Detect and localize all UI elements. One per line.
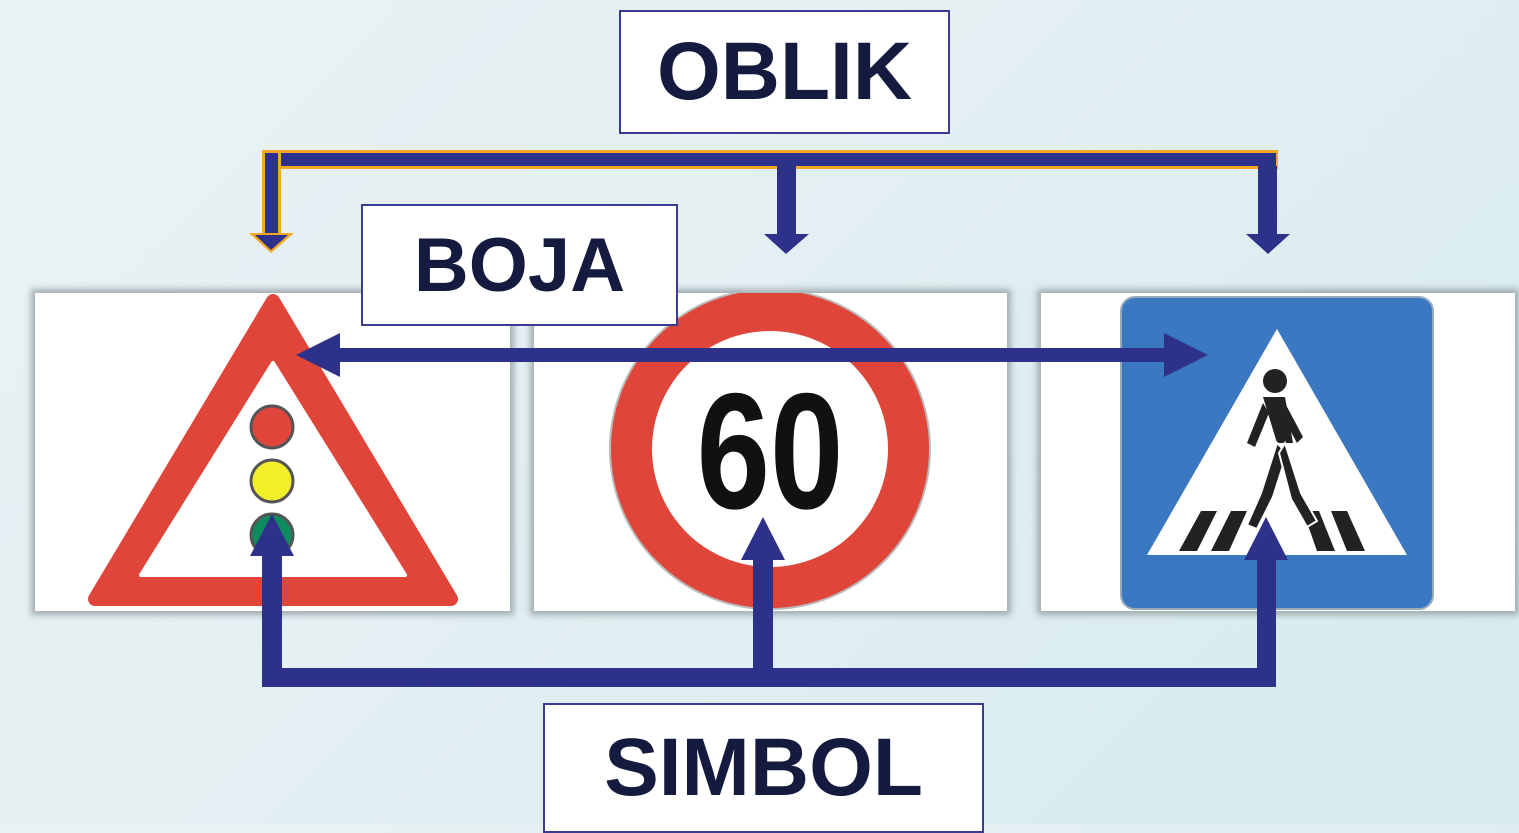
pedestrian-crossing-icon xyxy=(1120,296,1434,610)
speed-limit-panel: 60 xyxy=(534,288,1007,611)
oblik-bracket xyxy=(249,150,1278,253)
simbol-bracket xyxy=(250,514,1288,687)
label-boja: BOJA xyxy=(361,204,678,326)
yellow-light xyxy=(249,458,295,504)
boja-double-arrow xyxy=(296,333,1208,377)
oblik-arrow-right xyxy=(1246,166,1290,254)
traffic-light-warning-panel xyxy=(35,293,510,611)
oblik-arrow-middle xyxy=(764,166,809,254)
label-oblik: OBLIK xyxy=(619,10,950,134)
speed-limit-number: 60 xyxy=(697,359,844,543)
red-light xyxy=(249,404,295,450)
label-simbol: SIMBOL xyxy=(543,703,984,833)
speed-limit-60-icon: 60 xyxy=(609,288,931,610)
